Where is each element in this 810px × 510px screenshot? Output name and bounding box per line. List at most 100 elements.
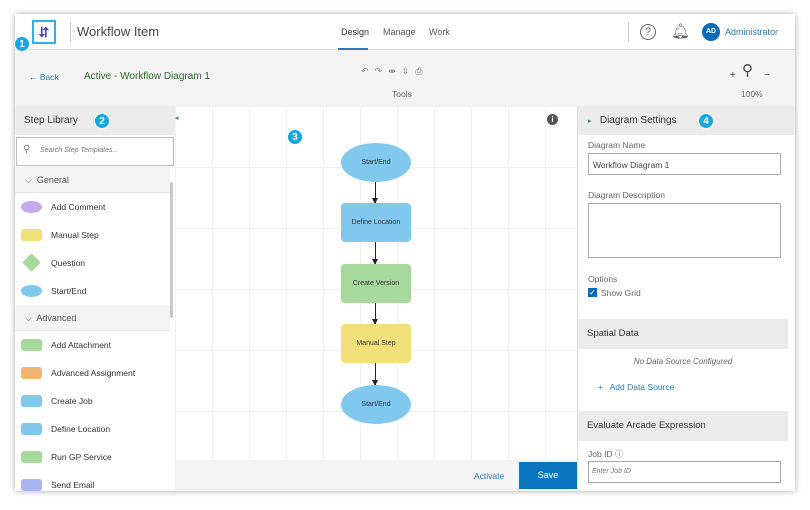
avatar[interactable]: AD <box>702 23 720 41</box>
divider <box>628 22 629 42</box>
app-header: ⮃ Workflow Item Design Manage Work ? 🔔︎ … <box>15 14 795 50</box>
user-menu[interactable]: Administrator <box>725 27 779 37</box>
diamond-shape-icon <box>22 253 41 272</box>
list-item[interactable]: Question <box>15 249 170 277</box>
tool-icons: ↶↷⇼⇳⎙ <box>361 66 428 77</box>
list-item[interactable]: Manual Step <box>15 221 170 249</box>
step-library-title: Step Library <box>24 115 78 126</box>
add-data-source-link[interactable]: + Add Data Source <box>598 382 675 392</box>
diagram-settings-header: ▸ Diagram Settings <box>578 106 795 135</box>
back-button[interactable]: ← Back <box>29 72 59 82</box>
add-data-source-label: Add Data Source <box>609 382 675 392</box>
app-title: Workflow Item <box>77 24 160 39</box>
undo-icon[interactable]: ↶ <box>361 66 375 76</box>
align-horizontal-icon[interactable]: ⇼ <box>388 66 402 76</box>
search-step-input[interactable]: ⚲ Search Step Templates... <box>16 137 174 166</box>
list-item[interactable]: Add Comment <box>15 193 170 221</box>
diagram-canvas[interactable]: ◂ i Start/End Define Location Create Ver… <box>175 106 577 460</box>
collapse-right-icon[interactable]: ▸ <box>588 118 592 125</box>
app-window: ⮃ Workflow Item Design Manage Work ? 🔔︎ … <box>15 14 795 491</box>
ellipse-shape-icon <box>21 285 42 297</box>
item-label: Question <box>51 258 86 268</box>
list-item[interactable]: Create Job <box>15 387 170 415</box>
connector-arrow[interactable] <box>372 303 378 325</box>
list-item[interactable]: Send Email <box>15 471 170 491</box>
group-advanced[interactable]: ⌵ Advanced <box>15 305 170 331</box>
tab-manage[interactable]: Manage <box>383 27 416 37</box>
activate-button[interactable]: Activate <box>474 471 505 481</box>
rect-shape-icon <box>21 339 42 351</box>
list-item[interactable]: Add Attachment <box>15 331 170 359</box>
options-label: Options <box>588 274 618 284</box>
rect-shape-icon <box>21 229 42 241</box>
rect-shape-icon <box>21 479 42 491</box>
diagram-name-label: Diagram Name <box>588 140 646 150</box>
group-label: Advanced <box>36 313 77 323</box>
collapse-left-icon[interactable]: ◂ <box>175 115 179 122</box>
item-label: Create Job <box>51 396 93 406</box>
group-label: General <box>36 175 69 185</box>
info-icon[interactable]: ⓘ <box>614 449 624 459</box>
diagram-description-label: Diagram Description <box>588 190 665 200</box>
item-label: Run GP Service <box>51 452 112 462</box>
node-end[interactable]: Start/End <box>341 385 411 424</box>
tab-design[interactable]: Design <box>341 27 370 37</box>
connector-arrow[interactable] <box>372 363 378 386</box>
show-grid-label: Show Grid <box>601 288 641 298</box>
workflow-icon[interactable]: ⮃ <box>32 20 56 44</box>
toolbar: ← Back Active - Workflow Diagram 1 ↶↷⇼⇳⎙… <box>15 50 795 106</box>
rect-shape-icon <box>21 395 42 407</box>
list-item[interactable]: Run GP Service <box>15 443 170 471</box>
connector-arrow[interactable] <box>372 182 378 204</box>
magnifier-icon: ⚲ <box>742 62 753 79</box>
node-define-location[interactable]: Define Location <box>341 203 411 242</box>
diagram-status: Active - Workflow Diagram 1 <box>84 71 210 82</box>
item-label: Start/End <box>51 286 87 296</box>
job-id-text: Job ID <box>588 449 613 459</box>
item-label: Define Location <box>51 424 111 434</box>
item-label: Send Email <box>51 480 95 490</box>
redo-icon[interactable]: ↷ <box>374 66 389 76</box>
step-list: ⌵ General Add Comment Manual Step Questi… <box>15 167 170 491</box>
connector-arrow[interactable] <box>372 242 378 265</box>
ellipse-shape-icon <box>21 201 42 213</box>
info-icon[interactable]: i <box>547 114 558 125</box>
save-button[interactable]: Save <box>519 462 577 489</box>
node-start[interactable]: Start/End <box>341 143 411 182</box>
bell-icon[interactable]: 🔔︎ <box>671 23 691 40</box>
arcade-expression-header: Evaluate Arcade Expression <box>578 411 788 441</box>
list-item[interactable]: Define Location <box>15 415 170 443</box>
divider <box>70 22 71 42</box>
node-manual-step[interactable]: Manual Step <box>341 324 411 363</box>
back-label: Back <box>39 72 59 82</box>
job-id-input[interactable]: Enter Job ID <box>588 461 781 483</box>
zoom-in-button[interactable]: + <box>730 70 736 81</box>
item-label: Advanced Assignment <box>51 368 136 378</box>
rect-shape-icon <box>21 423 42 435</box>
node-create-version[interactable]: Create Version <box>341 264 411 303</box>
align-vertical-icon[interactable]: ⇳ <box>401 66 416 76</box>
zoom-out-button[interactable]: − <box>764 70 770 81</box>
settings-title: Diagram Settings <box>599 115 677 126</box>
step-library-panel: Step Library ⚲ Search Step Templates... … <box>15 106 175 491</box>
group-general[interactable]: ⌵ General <box>15 167 170 193</box>
tools-label: Tools <box>392 89 412 99</box>
item-label: Manual Step <box>51 230 99 240</box>
callout-badge-4: 4 <box>698 113 714 129</box>
tab-work[interactable]: Work <box>429 27 450 37</box>
item-label: Add Comment <box>51 202 106 212</box>
diagram-name-input[interactable]: Workflow Diagram 1 <box>588 153 781 175</box>
chevron-down-icon: ⌵ <box>25 175 32 185</box>
diagram-description-input[interactable] <box>588 203 781 258</box>
search-icon: ⚲ <box>23 144 31 155</box>
list-item[interactable]: Advanced Assignment <box>15 359 170 387</box>
help-icon[interactable]: ? <box>640 24 656 40</box>
canvas-footer: Activate Save <box>175 460 577 491</box>
print-icon[interactable]: ⎙ <box>415 66 429 76</box>
list-item[interactable]: Start/End <box>15 277 170 305</box>
zoom-level: 100% <box>741 89 763 99</box>
scrollbar[interactable] <box>170 182 173 318</box>
show-grid-checkbox[interactable]: ✓ <box>588 288 597 297</box>
callout-badge-1: 1 <box>14 36 30 52</box>
callout-badge-2: 2 <box>94 113 110 129</box>
